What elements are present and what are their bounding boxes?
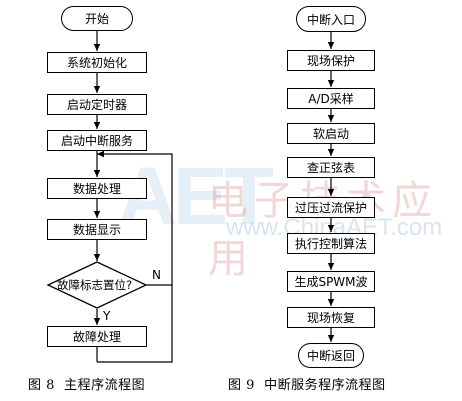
right-control-algorithm-box: 执行控制算法: [287, 233, 375, 254]
right-caption-title: 中断服务程序流程图: [264, 378, 386, 393]
left-loop-back-line: [97, 150, 173, 285]
right-soft-start-box: 软启动: [287, 123, 375, 144]
left-start-node: 开始: [61, 6, 133, 31]
left-caption-title: 主程序流程图: [64, 378, 146, 393]
left-decision-diamond: [46, 261, 148, 309]
right-protection-box: 过压过流保护: [287, 197, 375, 218]
right-caption: 图 9 中断服务程序流程图: [228, 374, 386, 393]
right-context-save-box: 现场保护: [287, 50, 375, 71]
left-no-branch-line: [97, 284, 173, 363]
right-start-node: 中断入口: [296, 6, 366, 32]
left-caption-number: 图 8: [28, 378, 55, 393]
left-yes-label: Y: [103, 309, 111, 323]
right-context-restore-box: 现场恢复: [287, 307, 375, 328]
left-init-box: 系统初始化: [47, 52, 147, 73]
right-end-node: 中断返回: [298, 343, 364, 368]
left-data-display-box: 数据显示: [47, 219, 147, 240]
left-fault-process-box: 故障处理: [47, 326, 147, 347]
left-decision-text: 故障标志置位?: [57, 278, 133, 292]
left-caption: 图 8 主程序流程图: [28, 374, 145, 393]
left-interrupt-box: 启动中断服务: [47, 130, 147, 151]
left-data-process-box: 数据处理: [47, 178, 147, 199]
left-no-label: N: [152, 268, 161, 282]
left-timer-box: 启动定时器: [47, 94, 147, 115]
right-ad-sample-box: A/D采样: [287, 88, 375, 109]
right-spwm-box: 生成SPWM波: [287, 271, 375, 292]
right-sine-table-box: 查正弦表: [287, 157, 375, 178]
right-caption-number: 图 9: [228, 378, 255, 393]
